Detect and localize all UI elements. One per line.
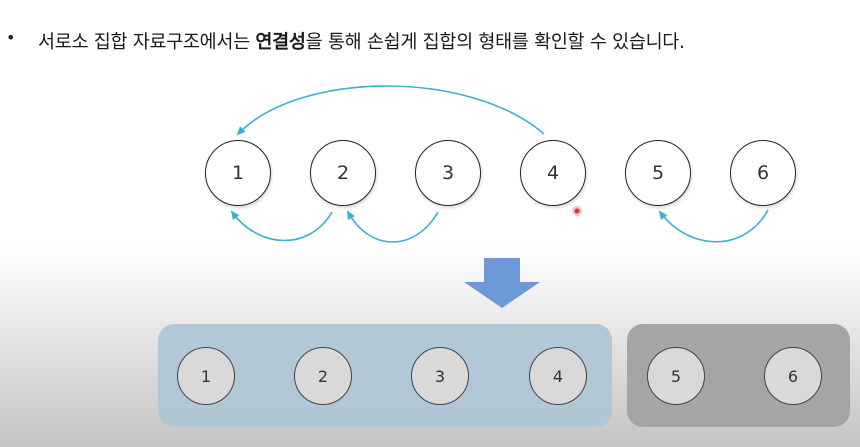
node-2: 2 bbox=[310, 140, 376, 206]
arrow-4-to-1 bbox=[236, 85, 545, 136]
down-arrow-icon bbox=[464, 258, 540, 308]
arrow-2-to-1 bbox=[230, 210, 333, 242]
node-5: 5 bbox=[625, 140, 691, 206]
node-6: 6 bbox=[730, 140, 796, 206]
headline-text-end: 을 통해 손쉽게 집합의 형태를 확인할 수 있습니다. bbox=[305, 32, 685, 53]
node-3: 3 bbox=[415, 140, 481, 206]
arrow-3-to-2 bbox=[347, 210, 439, 243]
set-node-4: 4 bbox=[529, 347, 587, 405]
set-node-2: 2 bbox=[294, 347, 352, 405]
node-4: 4 bbox=[520, 140, 586, 206]
node-1: 1 bbox=[205, 140, 271, 206]
arrow-6-to-5 bbox=[658, 209, 769, 243]
headline: 서로소 집합 자료구조에서는 연결성을 통해 손쉽게 집합의 형태를 확인할 수… bbox=[38, 28, 685, 54]
set-node-5: 5 bbox=[647, 347, 705, 405]
set-node-6: 6 bbox=[764, 347, 822, 405]
set-node-1: 1 bbox=[177, 347, 235, 405]
set-node-3: 3 bbox=[411, 347, 469, 405]
bullet-marker: • bbox=[6, 28, 16, 47]
headline-text-start: 서로소 집합 자료구조에서는 bbox=[38, 32, 256, 53]
headline-bold-term: 연결성 bbox=[255, 32, 306, 53]
